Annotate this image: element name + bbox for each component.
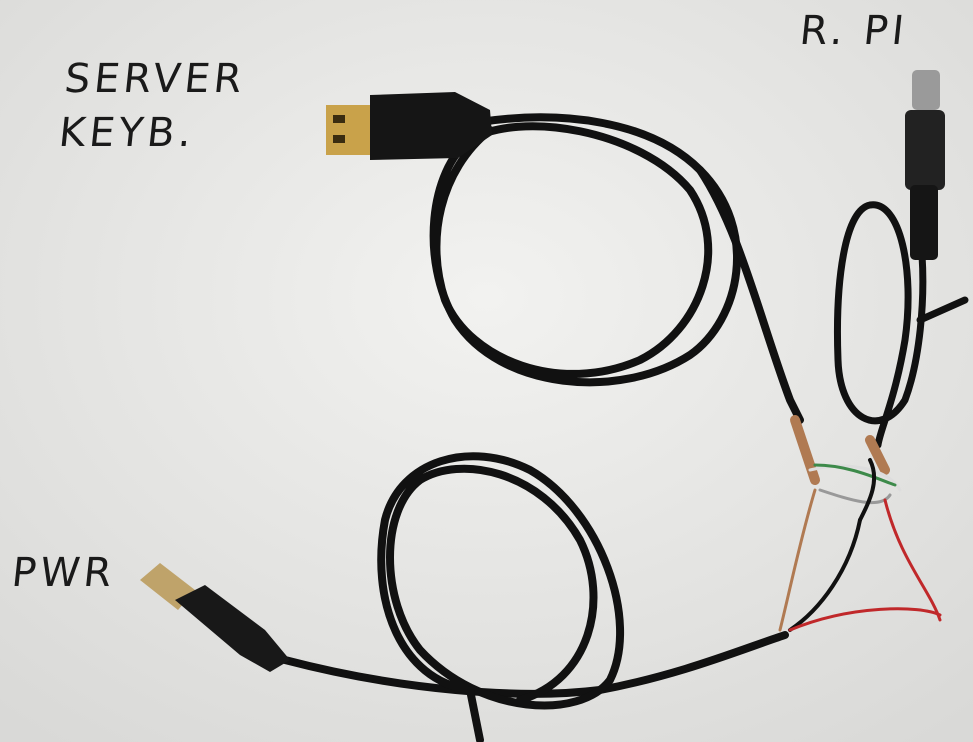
label-server-keyboard: SERVER KEYB. [56,52,248,160]
usb-a-connector [326,92,492,160]
spliced-wires [778,415,942,632]
usb-c-connector [905,70,945,260]
usb-b-connector [140,563,290,672]
label-raspberry-pi: R. PI [797,8,911,54]
usb-c-cable [834,201,969,449]
label-server-line1: SERVER [62,56,248,102]
usb-b-cable [281,452,789,742]
label-power: PWR [9,550,118,596]
label-server-line2: KEYB. [56,110,198,156]
